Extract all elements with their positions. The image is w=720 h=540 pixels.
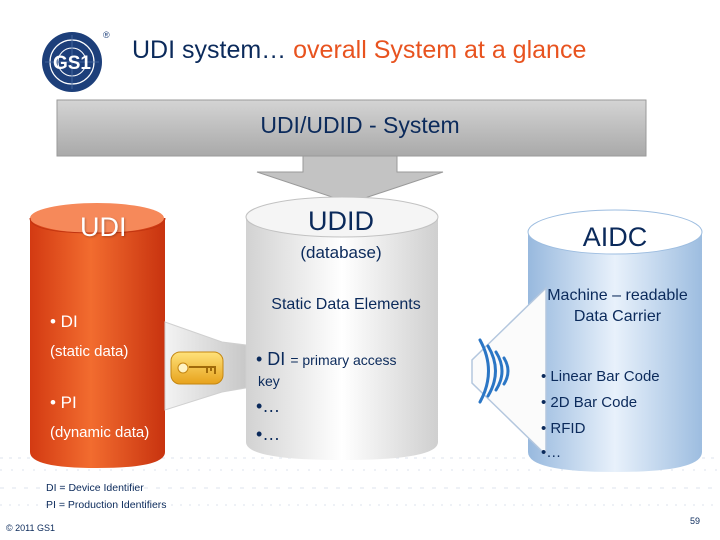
udi-pi-description: (dynamic data) bbox=[50, 424, 150, 441]
key-icon bbox=[170, 351, 224, 385]
udid-di-description: = primary access bbox=[290, 352, 397, 368]
udi-cylinder bbox=[29, 203, 166, 468]
udi-pi-bullet: • PI bbox=[50, 393, 77, 412]
udid-di-bullet: • DI bbox=[256, 349, 286, 369]
rfid-waves-icon bbox=[478, 338, 510, 404]
aidc-item-rfid: • RFID bbox=[541, 420, 586, 437]
aidc-carrier-label: Machine – readable Data Carrier bbox=[547, 287, 688, 325]
banner-label: UDI/UDID - System bbox=[260, 112, 460, 138]
page-number: 59 bbox=[690, 516, 701, 526]
registered-mark: ® bbox=[103, 30, 110, 40]
logo-text: GS1 bbox=[53, 53, 91, 74]
udi-di-description: (static data) bbox=[50, 343, 129, 360]
aidc-title: AIDC bbox=[582, 222, 648, 252]
copyright: © 2011 GS1 bbox=[6, 523, 55, 533]
gs1-logo-icon: GS1 ® bbox=[42, 30, 110, 92]
udid-static-elements: Static Data Elements bbox=[271, 296, 421, 313]
aidc-item-linear-bar-code: • Linear Bar Code bbox=[541, 368, 660, 385]
slide-title: UDI system… overall System at a glance bbox=[132, 36, 586, 65]
udid-di-line: • DI = primary access bbox=[256, 349, 397, 370]
udi-title: UDI bbox=[80, 212, 127, 242]
udid-key-label: key bbox=[258, 373, 280, 389]
udid-cylinder bbox=[245, 196, 439, 460]
aidc-cylinder bbox=[527, 209, 703, 472]
title-part1: UDI system… bbox=[132, 36, 287, 64]
footnote-di: DI = Device Identifier bbox=[46, 482, 144, 494]
udid-bullet-1: •… bbox=[256, 396, 281, 416]
aidc-item-2d-bar-code: • 2D Bar Code bbox=[541, 394, 638, 411]
title-part2: overall System at a glance bbox=[293, 36, 587, 64]
system-banner-arrow bbox=[56, 99, 647, 204]
udid-bullet-2: •… bbox=[256, 424, 281, 444]
aidc-item-more: •… bbox=[541, 444, 562, 461]
footnote-pi: PI = Production Identifiers bbox=[46, 499, 167, 511]
udid-subtitle: (database) bbox=[300, 243, 382, 262]
udi-di-bullet: • DI bbox=[50, 312, 78, 331]
udid-title: UDID bbox=[308, 206, 374, 236]
